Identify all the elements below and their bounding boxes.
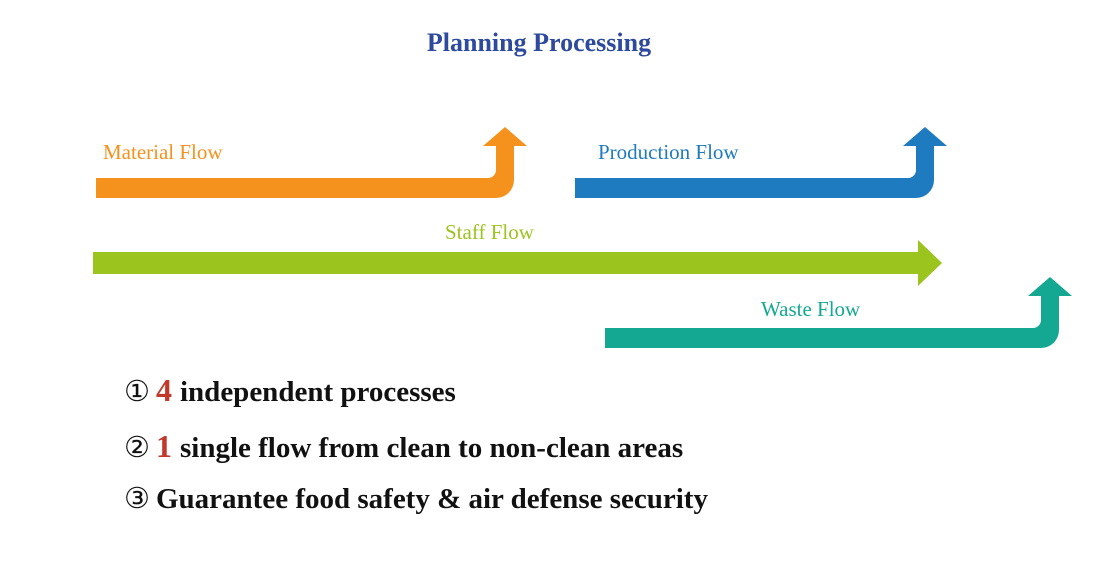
production-flow-label: Production Flow bbox=[598, 140, 739, 164]
material-flow-arrow bbox=[96, 127, 527, 198]
material-flow-label: Material Flow bbox=[103, 140, 223, 164]
point-marker: ① bbox=[124, 376, 150, 408]
waste-flow-label: Waste Flow bbox=[761, 297, 861, 321]
waste-flow-arrow bbox=[605, 277, 1072, 348]
staff-flow-arrow bbox=[93, 240, 942, 286]
page-title: Planning Processing bbox=[426, 28, 652, 57]
point-number: 1 bbox=[156, 428, 172, 464]
staff-flow-label: Staff Flow bbox=[445, 220, 534, 244]
point-text: single flow from clean to non-clean area… bbox=[180, 432, 684, 464]
point-marker: ② bbox=[124, 432, 150, 464]
point-text: independent processes bbox=[180, 376, 456, 408]
production-flow-arrow bbox=[575, 127, 947, 198]
point-number: 4 bbox=[156, 372, 172, 408]
point-text: Guarantee food safety & air defense secu… bbox=[156, 483, 708, 515]
point-marker: ③ bbox=[124, 483, 150, 515]
